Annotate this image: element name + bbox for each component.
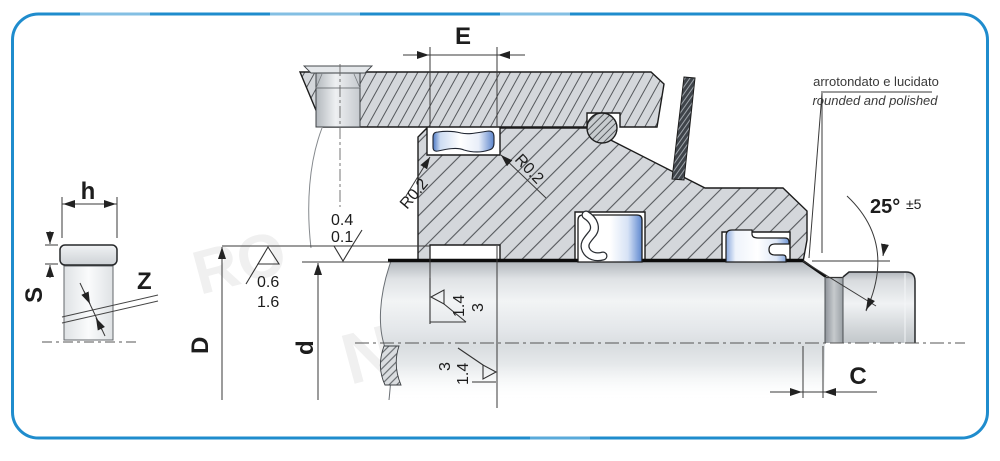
chamfer-extension [802, 260, 877, 307]
gap-cut-edge [61, 300, 159, 324]
note-italian: arrotondato e lucidato [813, 74, 939, 89]
bore-dia-label: D [187, 337, 214, 354]
rod-break-sliver [379, 345, 402, 386]
finish-value: 1.6 [257, 294, 279, 311]
finish-value: 0.6 [257, 274, 279, 291]
ring-gap-label: Z [137, 268, 152, 295]
finish-value: 0.1 [331, 229, 353, 246]
angle-tolerance: ±5 [906, 196, 922, 212]
finish-value: 3 [437, 362, 454, 371]
rod-undercut [825, 277, 843, 343]
wiper-seal [725, 229, 790, 263]
ring-side-face [63, 265, 114, 341]
socket-screw [302, 64, 374, 207]
bore-break-line [308, 127, 323, 249]
radius-leader-left [405, 156, 431, 197]
finish-value: 0.4 [331, 212, 353, 229]
angle-arc [846, 195, 879, 312]
rod-collar [843, 272, 915, 343]
rod-dia-label: d [292, 340, 319, 355]
annotations [218, 47, 932, 408]
rod-body [380, 261, 825, 398]
counterbore-lip [302, 65, 374, 74]
finish-value: 1.4 [451, 295, 468, 317]
ring-thickness-label: S [21, 287, 48, 303]
chamfer-len-label: C [849, 363, 866, 390]
angle-value: 25° [870, 196, 900, 218]
gap-cut-edge [61, 294, 159, 318]
ring-width-label: h [81, 178, 96, 205]
frame-border [11, 12, 989, 440]
guide-ring-top-view [432, 130, 495, 153]
guide-ring-detail [42, 197, 159, 343]
finish-value: 1.4 [455, 363, 472, 385]
rod-seal-ucup [577, 210, 643, 263]
frame-watermark-patches [80, 11, 590, 440]
screw-head [315, 72, 361, 128]
radius-leader-right [500, 154, 547, 199]
backup-ring [671, 76, 696, 181]
collar-edge [842, 271, 916, 343]
note-english: rounded and polished [812, 93, 938, 108]
finish-value: 3 [470, 303, 487, 312]
ring-cross-section [59, 244, 118, 266]
o-ring [586, 112, 618, 144]
groove-width-label: E [455, 23, 471, 50]
housing-plate [298, 71, 665, 128]
